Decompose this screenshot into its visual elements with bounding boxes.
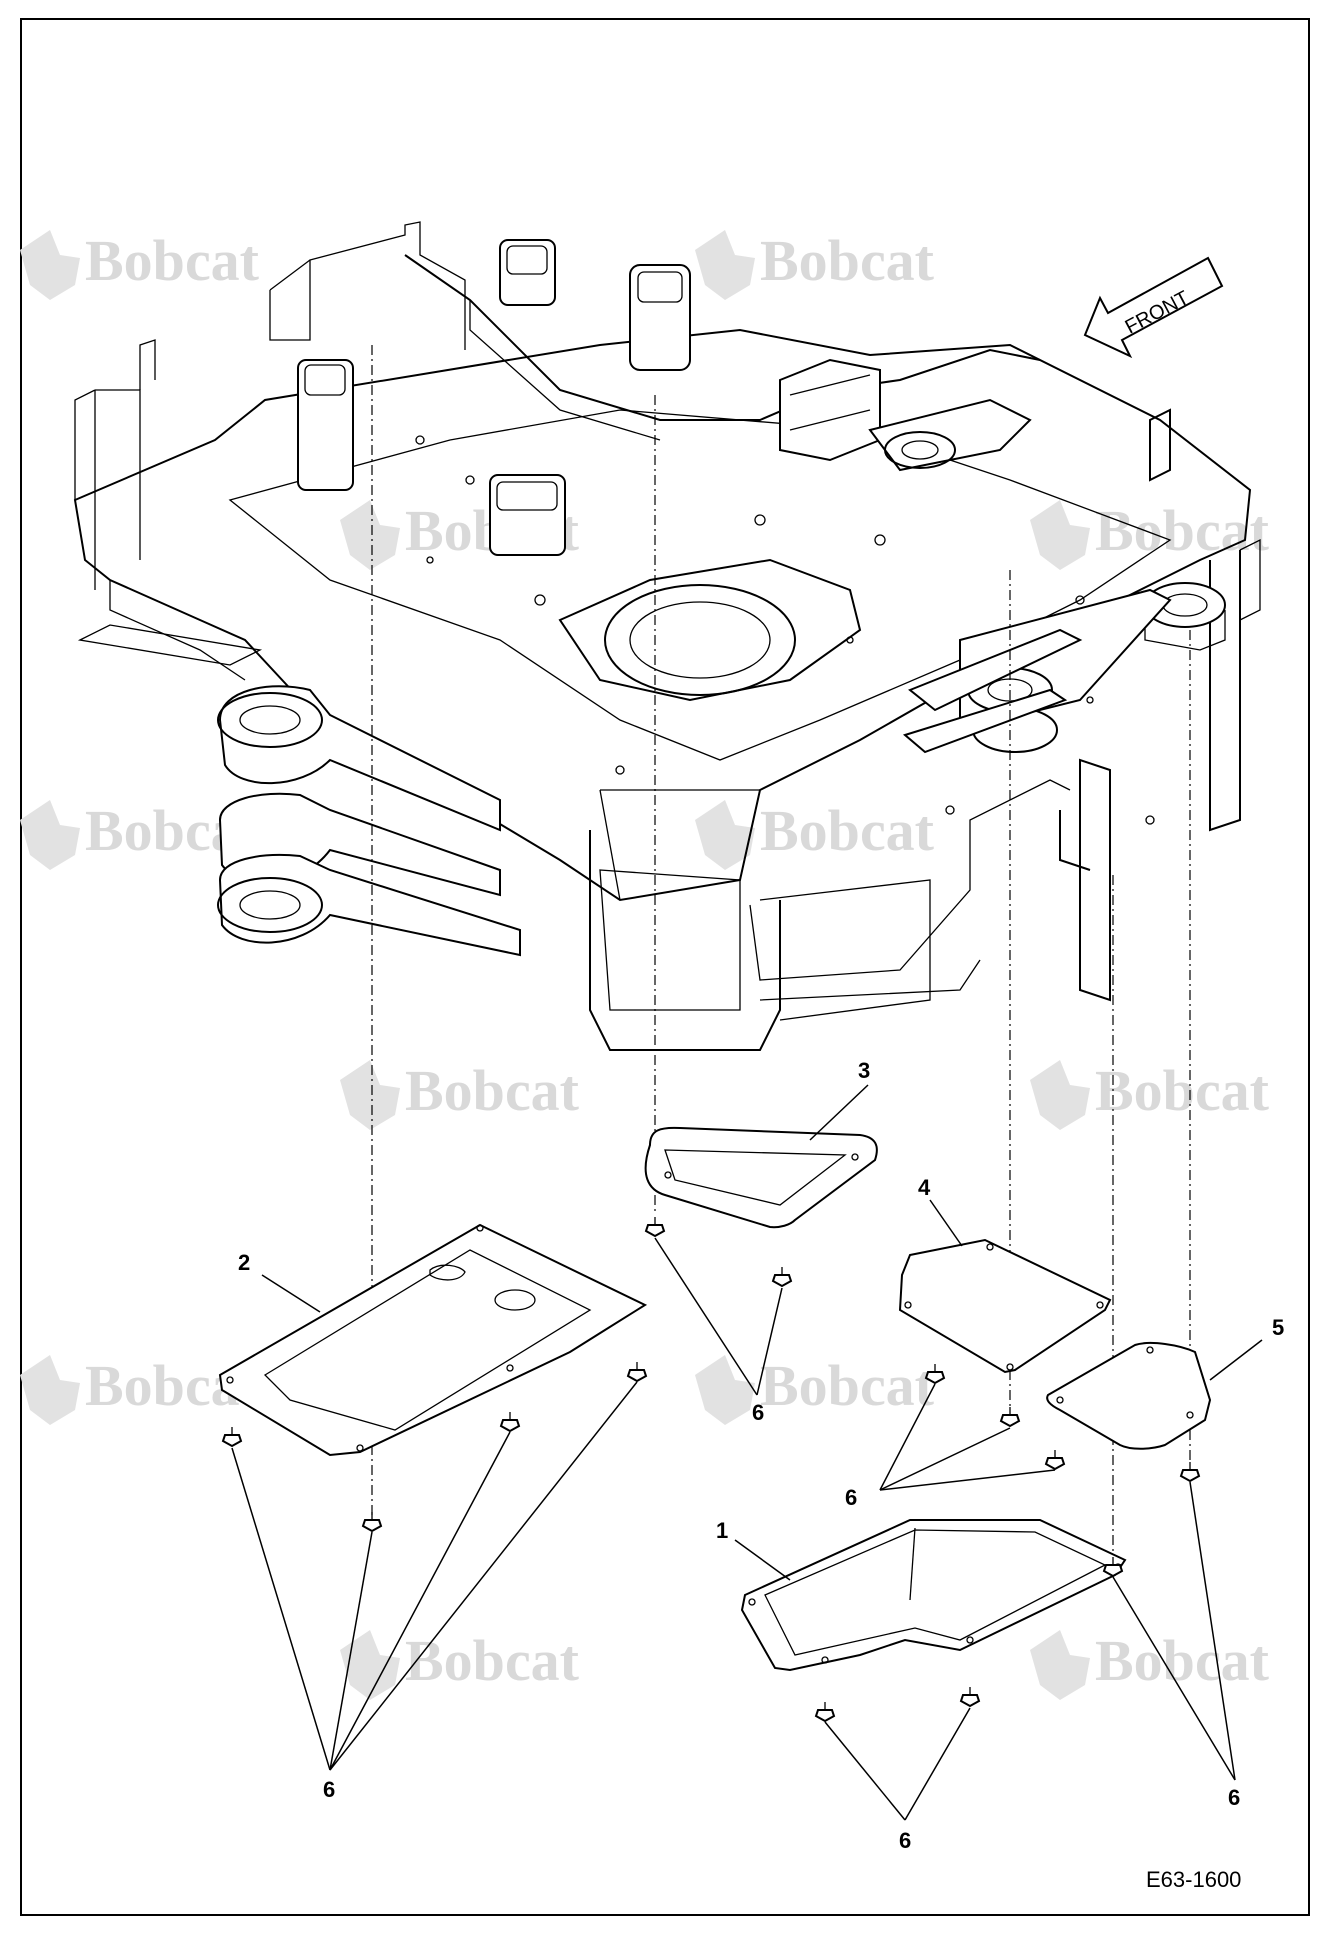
watermark-4: Bobcat [1030, 498, 1270, 570]
drawing-border [20, 18, 1310, 1916]
watermark-layer: Bobcat Bobcat Bobcat Bobcat Bobcat Bobca… [20, 228, 1270, 1700]
callout-part-6-center: 6 [752, 1400, 764, 1425]
watermark-7: Bobcat [340, 1058, 580, 1130]
callout-part-4: 4 [918, 1175, 931, 1200]
callout-part-2: 2 [238, 1250, 250, 1275]
watermark-text: Bobcat [1095, 1058, 1270, 1123]
callout-part-6-right-middle: 6 [845, 1485, 857, 1510]
watermark-text: Bobcat [405, 1628, 580, 1693]
drawing-code: E63-1600 [1146, 1867, 1241, 1892]
watermark-1: Bobcat [20, 228, 260, 300]
part-5-cover-plate [1046, 1342, 1212, 1450]
part-4-cover-plate [898, 1238, 1112, 1374]
part-2-cover-plate [218, 1223, 648, 1457]
watermark-8: Bobcat [1030, 1058, 1270, 1130]
watermark-text: Bobcat [1095, 498, 1270, 563]
bolt-icon [924, 1364, 946, 1385]
watermark-text: Bobcat [760, 1353, 935, 1418]
watermark-text: Bobcat [760, 228, 935, 293]
callout-part-1: 1 [716, 1518, 728, 1543]
deck-holes [415, 435, 1155, 825]
watermark-11: Bobcat [340, 1628, 580, 1700]
watermark-text: Bobcat [760, 798, 935, 863]
callout-part-5: 5 [1272, 1315, 1284, 1340]
bolt-icon [1179, 1462, 1201, 1483]
callout-part-6-bottom: 6 [899, 1828, 911, 1853]
bolt-icon [626, 1362, 648, 1383]
callout-part-6-right: 6 [1228, 1785, 1240, 1810]
bolt-icon [1044, 1450, 1066, 1471]
bolt-icon [499, 1412, 521, 1433]
bolt-icon [644, 1217, 666, 1238]
bolt-icon [221, 1427, 243, 1448]
bolt-icon [361, 1512, 383, 1533]
watermark-12: Bobcat [1030, 1628, 1270, 1700]
bolt-icon [814, 1702, 836, 1723]
callout-part-3: 3 [858, 1058, 870, 1083]
watermark-text: Bobcat [1095, 1628, 1270, 1693]
front-direction-arrow: FRONT [1083, 256, 1224, 359]
watermark-6: Bobcat [695, 798, 935, 870]
bolt-icon [959, 1687, 981, 1708]
callout-part-6-left: 6 [323, 1777, 335, 1802]
bolt-icon [771, 1267, 793, 1288]
part-3-cover-plate [644, 1126, 878, 1229]
callout-numbers: 3 2 4 5 1 6 6 6 6 6 [238, 1058, 1284, 1853]
part-1-cover-plate [740, 1519, 1127, 1672]
bolt-icon [1102, 1557, 1124, 1578]
watermark-10: Bobcat [695, 1353, 935, 1425]
upper-frame-assembly [73, 221, 1261, 1051]
front-label: FRONT [1122, 287, 1193, 339]
bolt-icon [999, 1407, 1021, 1428]
bolts [221, 1217, 1201, 1723]
watermark-2: Bobcat [695, 228, 935, 300]
watermark-text: Bobcat [405, 1058, 580, 1123]
leader-lines [231, 1084, 1263, 1821]
watermark-text: Bobcat [85, 228, 260, 293]
